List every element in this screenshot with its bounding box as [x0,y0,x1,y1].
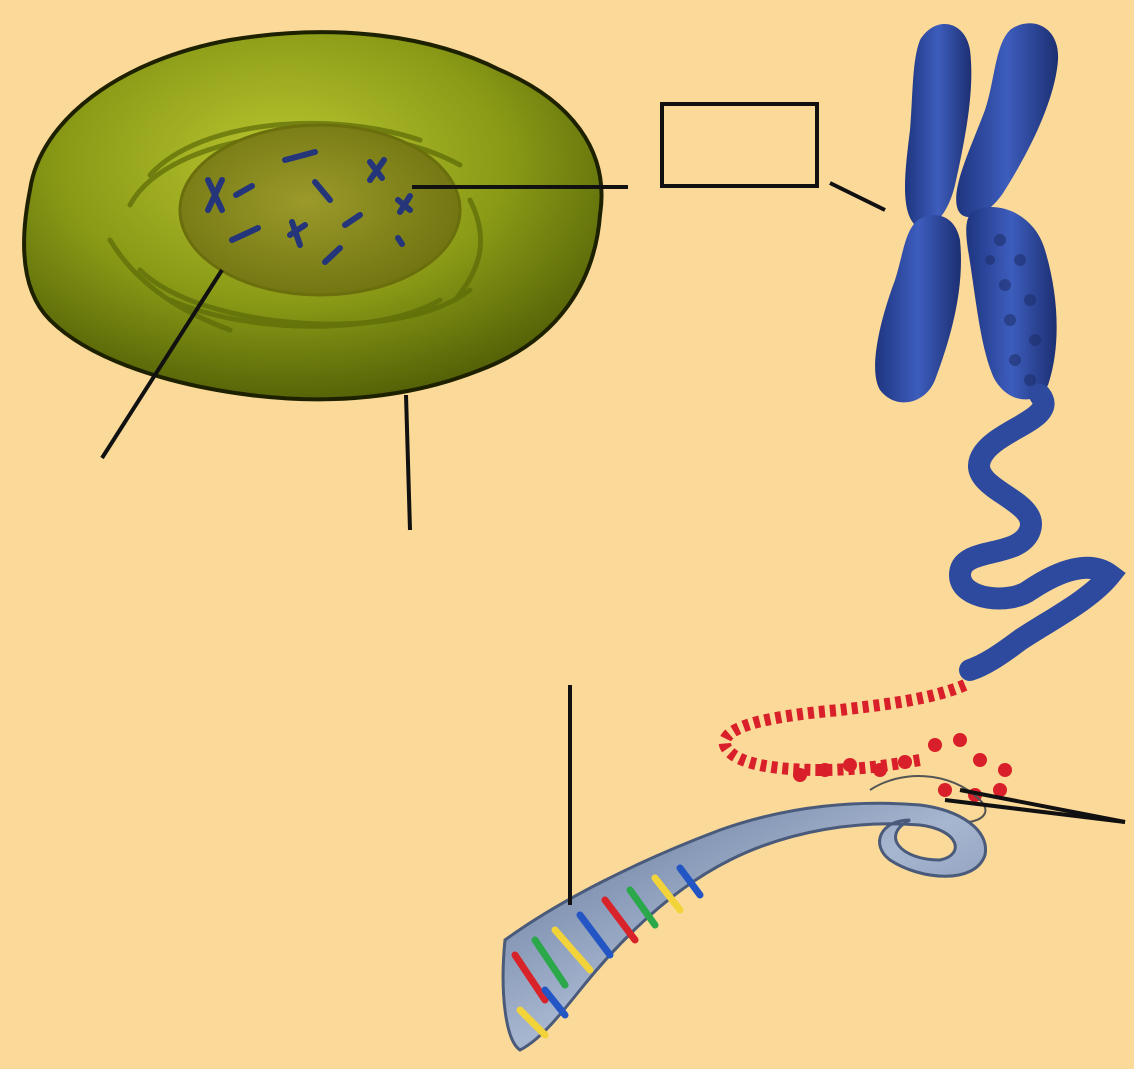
dna-double-helix-icon [503,803,985,1050]
chromosome-icon [875,23,1058,402]
answer-box[interactable] [662,104,817,186]
leader-line-box-to-chromosome [830,183,885,210]
chromatin-coil-icon [960,395,1110,670]
nucleus-icon [180,125,460,295]
leader-line-cell [406,395,410,530]
